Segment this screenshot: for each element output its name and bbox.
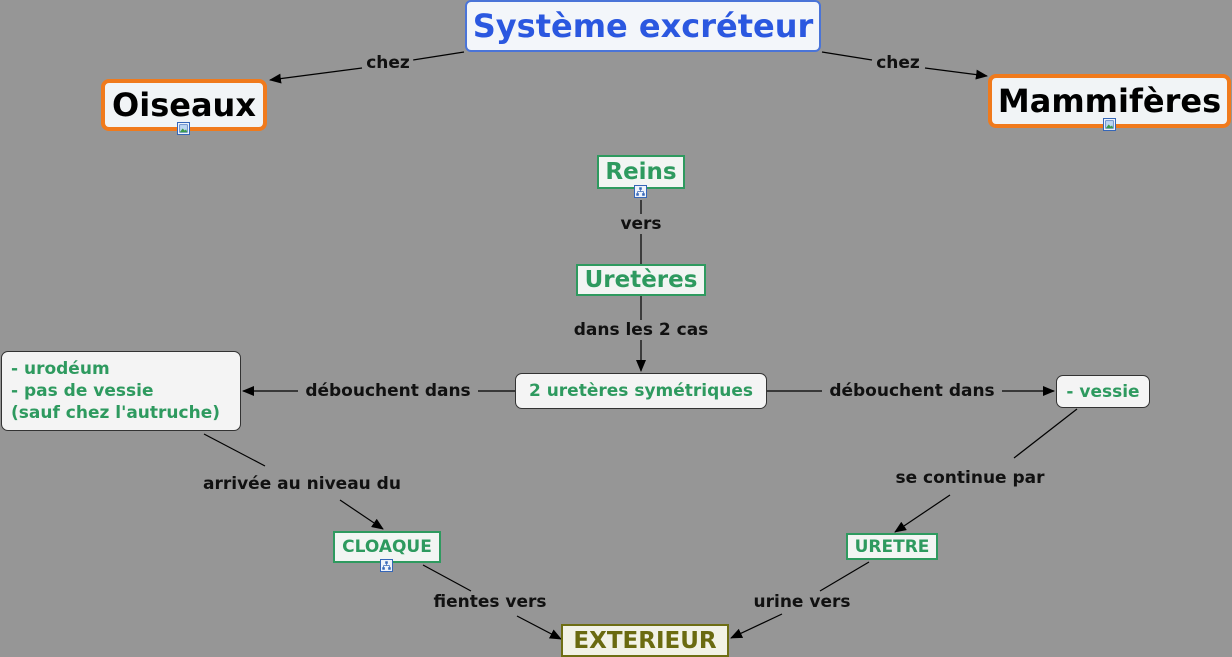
concept-reins-label: Reins <box>605 159 677 185</box>
edge-uretre-ext-b <box>730 613 783 639</box>
edge-titre-oiseaux-b <box>269 67 363 84</box>
concept-uretre[interactable]: URETRE <box>846 533 938 560</box>
concept-cloaque-label: CLOAQUE <box>342 537 432 557</box>
concept-reins[interactable]: Reins <box>597 155 685 189</box>
concept-ureteres-label: Uretères <box>584 267 698 293</box>
link-fientes-vers[interactable]: fientes vers <box>430 592 550 612</box>
edge-titre-oiseaux-a <box>412 51 465 61</box>
concept-oiseaux-label: Oiseaux <box>112 86 256 124</box>
detail-line-autruche: (sauf chez l'autruche) <box>11 403 220 423</box>
link-debouchent-dans-mammiferes[interactable]: débouchent dans <box>826 381 998 401</box>
concept-oiseaux-detail[interactable]: - urodéum - pas de vessie (sauf chez l'a… <box>1 351 241 431</box>
link-chez-mammiferes[interactable]: chez <box>873 53 923 73</box>
concept-systeme-excreteur[interactable]: Système excréteur <box>465 0 821 52</box>
concept-mammiferes-label: Mammifères <box>997 82 1222 120</box>
concept-uretre-label: URETRE <box>854 536 930 557</box>
concept-cloaque[interactable]: CLOAQUE <box>333 531 441 563</box>
link-arrivee-au-niveau-du[interactable]: arrivée au niveau du <box>200 474 404 494</box>
submap-icon[interactable] <box>634 185 647 198</box>
concept-vessie-label: - vessie <box>1066 381 1140 402</box>
concept-2-ureteres-symetriques-label: 2 uretères symétriques <box>528 381 754 401</box>
edge-uretre-ext-a <box>819 561 870 592</box>
link-chez-oiseaux[interactable]: chez <box>363 53 413 73</box>
link-se-continue-par[interactable]: se continue par <box>892 468 1048 488</box>
concept-ureteres[interactable]: Uretères <box>576 264 706 296</box>
link-urine-vers[interactable]: urine vers <box>750 592 854 612</box>
concept-exterieur-label: EXTERIEUR <box>573 627 717 654</box>
edge-vessie-uretre-a <box>1013 408 1078 459</box>
edge-vessie-uretre-b <box>894 494 951 533</box>
image-icon[interactable] <box>177 122 190 135</box>
edge-oiseaux-cloaque-a <box>203 433 266 467</box>
detail-line-urodeum: - urodéum <box>11 359 110 379</box>
edge-titre-mammiferes-b <box>924 67 988 80</box>
concept-exterieur[interactable]: EXTERIEUR <box>561 624 729 657</box>
link-debouchent-dans-oiseaux[interactable]: débouchent dans <box>302 381 474 401</box>
concept-2-ureteres-symetriques[interactable]: 2 uretères symétriques <box>515 373 767 409</box>
edge-cloaque-ext-a <box>422 564 472 592</box>
link-vers[interactable]: vers <box>617 214 665 234</box>
concept-vessie[interactable]: - vessie <box>1056 375 1150 408</box>
detail-line-pas-de-vessie: - pas de vessie <box>11 381 154 401</box>
image-icon[interactable] <box>1103 118 1116 131</box>
link-dans-les-2-cas[interactable]: dans les 2 cas <box>570 320 712 340</box>
edge-titre-mammiferes-a <box>821 51 873 61</box>
edge-cloaque-ext-b <box>516 615 562 640</box>
submap-icon[interactable] <box>380 559 393 572</box>
edge-oiseaux-cloaque-b <box>339 499 384 530</box>
